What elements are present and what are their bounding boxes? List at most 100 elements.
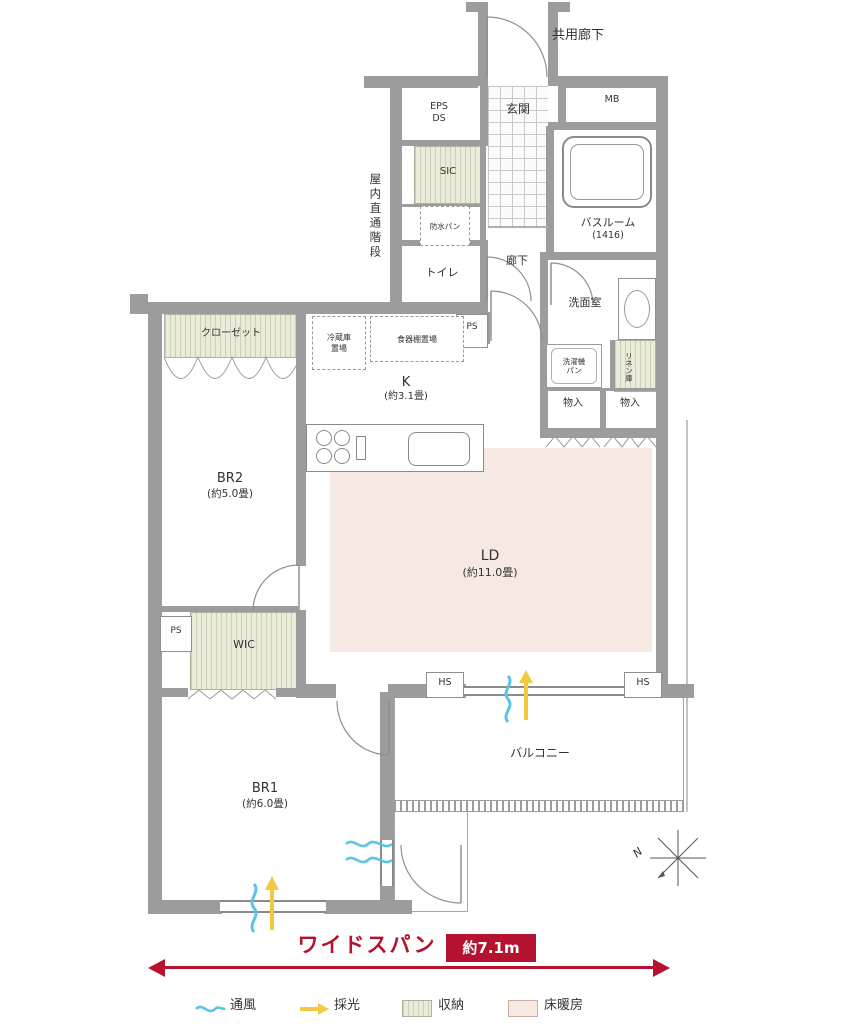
linen-label: リネン庫 [624, 352, 634, 382]
wall [276, 688, 298, 697]
window [464, 686, 642, 696]
ps-top-label: PS [466, 322, 478, 332]
legend-floorheat-label: 床暖房 [544, 998, 584, 1013]
laundry-label: 洗濯機 パン [549, 352, 599, 380]
widespan-label: ワイドスパン [297, 933, 437, 957]
br2-name: BR2 [216, 471, 244, 487]
sink-icon [408, 432, 470, 466]
cupboard-place: 食器棚置場 [370, 316, 464, 362]
stove-burner-icon [334, 430, 350, 446]
wic-label: WIC [233, 638, 255, 651]
fridge-place: 冷蔵庫 置場 [312, 316, 366, 370]
wall [480, 146, 486, 206]
bathtub-inner-icon [570, 144, 644, 200]
widespan-value-box: 約7.1m [446, 934, 536, 962]
wall [296, 684, 336, 698]
wall [546, 388, 658, 391]
boundary-line [686, 420, 688, 812]
light-wind-flow-icon [250, 876, 279, 933]
kitchen-name: K [401, 374, 411, 390]
vanity-sink-icon [624, 290, 650, 328]
folding-door-icon [604, 435, 656, 448]
wall [390, 76, 478, 88]
mb-label: MB [604, 94, 620, 105]
waterproof-pan-place: 防水パン [420, 206, 470, 246]
wall [480, 240, 488, 312]
storage-right-label: 物入 [620, 398, 640, 409]
br1-label: BR1 (約6.0畳) [198, 776, 332, 816]
light-wind-flow-icon [504, 670, 533, 723]
wall [668, 684, 694, 698]
fridge-label: 冷蔵庫 [327, 333, 351, 342]
genkan-step-line [488, 226, 548, 228]
closet-label: クローゼット [201, 328, 261, 339]
wall [546, 126, 554, 258]
balcony-label: バルコニー [510, 746, 570, 760]
wall [162, 606, 298, 612]
kitchen-label: K (約3.1畳) [356, 370, 456, 408]
laundry-pan-inner-icon [551, 348, 597, 384]
wall [148, 302, 162, 914]
wall [656, 76, 668, 692]
cupboard-label: 食器棚置場 [397, 334, 437, 344]
widespan-value: 約7.1m [462, 939, 520, 957]
bathroom-size: (1416) [592, 229, 624, 241]
storage-left-label: 物入 [563, 398, 583, 409]
bathroom-name: バスルーム [580, 216, 636, 230]
wind-flow-icon [345, 840, 393, 864]
balcony-railing [394, 800, 684, 812]
door-arc [550, 262, 594, 306]
ld-size: (約11.0畳) [462, 565, 518, 579]
folding-door-icon [188, 689, 276, 700]
balcony-side-area [394, 812, 468, 912]
waterproof-pan-label: 防水パン [429, 221, 461, 231]
stove-burner-icon [316, 430, 332, 446]
common-corridor-label: 共用廊下 [552, 28, 605, 43]
wall [558, 76, 668, 88]
ld-label: LD (約11.0畳) [428, 542, 552, 586]
eps-label: EPS [430, 101, 448, 113]
br2-size: (約5.0畳) [207, 487, 253, 500]
sic-storage-area [414, 146, 482, 204]
span-arrowhead-left [148, 959, 165, 977]
br1-size: (約6.0畳) [242, 797, 288, 810]
eps-ds-label: EPS DS [398, 88, 480, 138]
fridge-label2: 置場 [331, 344, 347, 353]
wall [380, 692, 394, 842]
door-arc [252, 564, 300, 612]
toilet-label: トイレ [425, 266, 459, 279]
legend-wind-label: 通風 [230, 998, 257, 1013]
light-icon [300, 1003, 329, 1015]
wic-storage-area [190, 612, 298, 690]
hs-box [426, 672, 464, 698]
legend-storage-label: 収納 [438, 998, 465, 1013]
wall [558, 76, 566, 130]
ps-left-label: PS [170, 626, 182, 636]
stove-burner-icon [334, 448, 350, 464]
hs-right-label: HS [636, 677, 650, 688]
legend-light-label: 採光 [334, 998, 361, 1013]
wall [296, 414, 306, 566]
wall [130, 294, 148, 314]
wall [610, 340, 615, 390]
wall [540, 428, 668, 438]
washroom-label: 洗面室 [568, 296, 602, 309]
folding-door-icon [546, 435, 600, 448]
br1-name: BR1 [251, 781, 279, 797]
wall [480, 86, 488, 146]
wall [296, 314, 306, 418]
wall [548, 2, 558, 86]
sic-label: SIC [439, 166, 457, 177]
wall [396, 140, 484, 146]
compass-icon [650, 830, 706, 886]
wall [380, 884, 394, 914]
door-arc [490, 290, 543, 342]
ld-name: LD [480, 548, 500, 565]
wall [540, 340, 548, 436]
indoor-stairs-label: 屋内直通階段 [368, 172, 383, 260]
floor-heating-area [330, 448, 652, 652]
linen-storage-area [614, 340, 656, 392]
ds-label: DS [432, 113, 446, 124]
wall [148, 900, 222, 914]
genkan-label: 玄関 [505, 102, 530, 116]
